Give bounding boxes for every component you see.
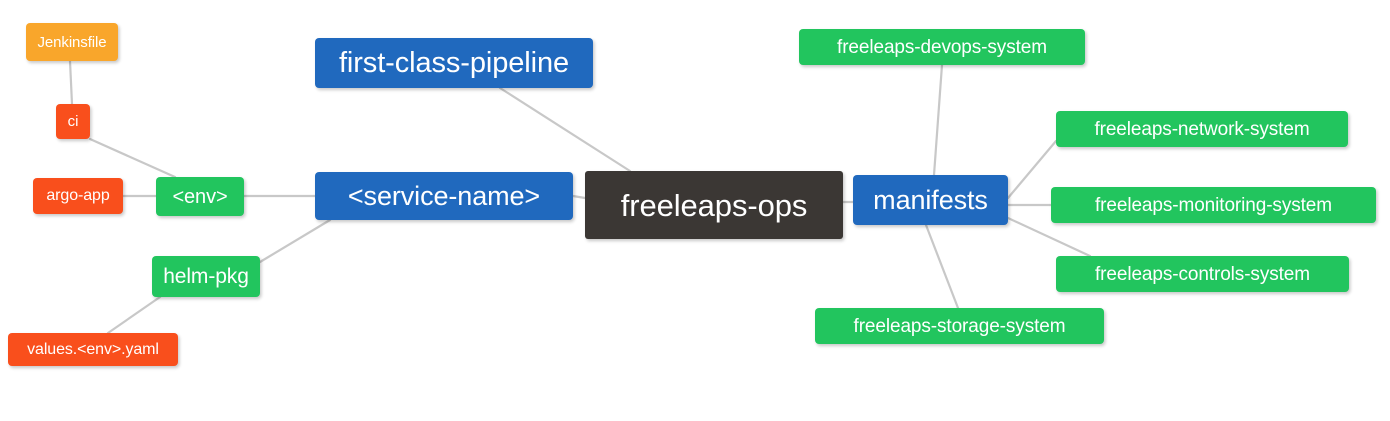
node-values-yaml[interactable]: values.<env>.yaml — [8, 333, 178, 366]
edge-service-name-to-helm-pkg — [258, 218, 332, 264]
edge-manifests-to-freeleaps-devops-system — [932, 63, 944, 177]
node-freeleaps-devops-system[interactable]: freeleaps-devops-system — [799, 29, 1085, 65]
node-service-name[interactable]: <service-name> — [315, 172, 573, 220]
node-freeleaps-controls-system[interactable]: freeleaps-controls-system — [1056, 256, 1349, 292]
edge-helm-pkg-to-values-yaml — [106, 295, 162, 335]
node-argo-app[interactable]: argo-app — [33, 178, 123, 214]
node-first-class-pipeline[interactable]: first-class-pipeline — [315, 38, 593, 88]
node-freeleaps-monitoring-system[interactable]: freeleaps-monitoring-system — [1051, 187, 1376, 223]
node-freeleaps-storage-system[interactable]: freeleaps-storage-system — [815, 308, 1104, 344]
edge-service-name-to-freeleaps-ops — [571, 194, 587, 200]
node-helm-pkg[interactable]: helm-pkg — [152, 256, 260, 297]
node-env[interactable]: <env> — [156, 177, 244, 216]
node-ci[interactable]: ci — [56, 104, 90, 139]
node-manifests[interactable]: manifests — [853, 175, 1008, 225]
edge-first-class-pipeline-to-freeleaps-ops — [498, 86, 632, 173]
node-freeleaps-ops[interactable]: freeleaps-ops — [585, 171, 843, 239]
edge-manifests-to-freeleaps-network-system — [1006, 139, 1058, 200]
node-jenkinsfile[interactable]: Jenkinsfile — [26, 23, 118, 61]
edge-ci-to-env — [88, 137, 177, 179]
edge-jenkinsfile-to-ci — [68, 59, 74, 106]
node-freeleaps-network-system[interactable]: freeleaps-network-system — [1056, 111, 1348, 147]
edge-manifests-to-freeleaps-storage-system — [924, 223, 960, 310]
edge-manifests-to-freeleaps-controls-system — [1006, 216, 1092, 258]
